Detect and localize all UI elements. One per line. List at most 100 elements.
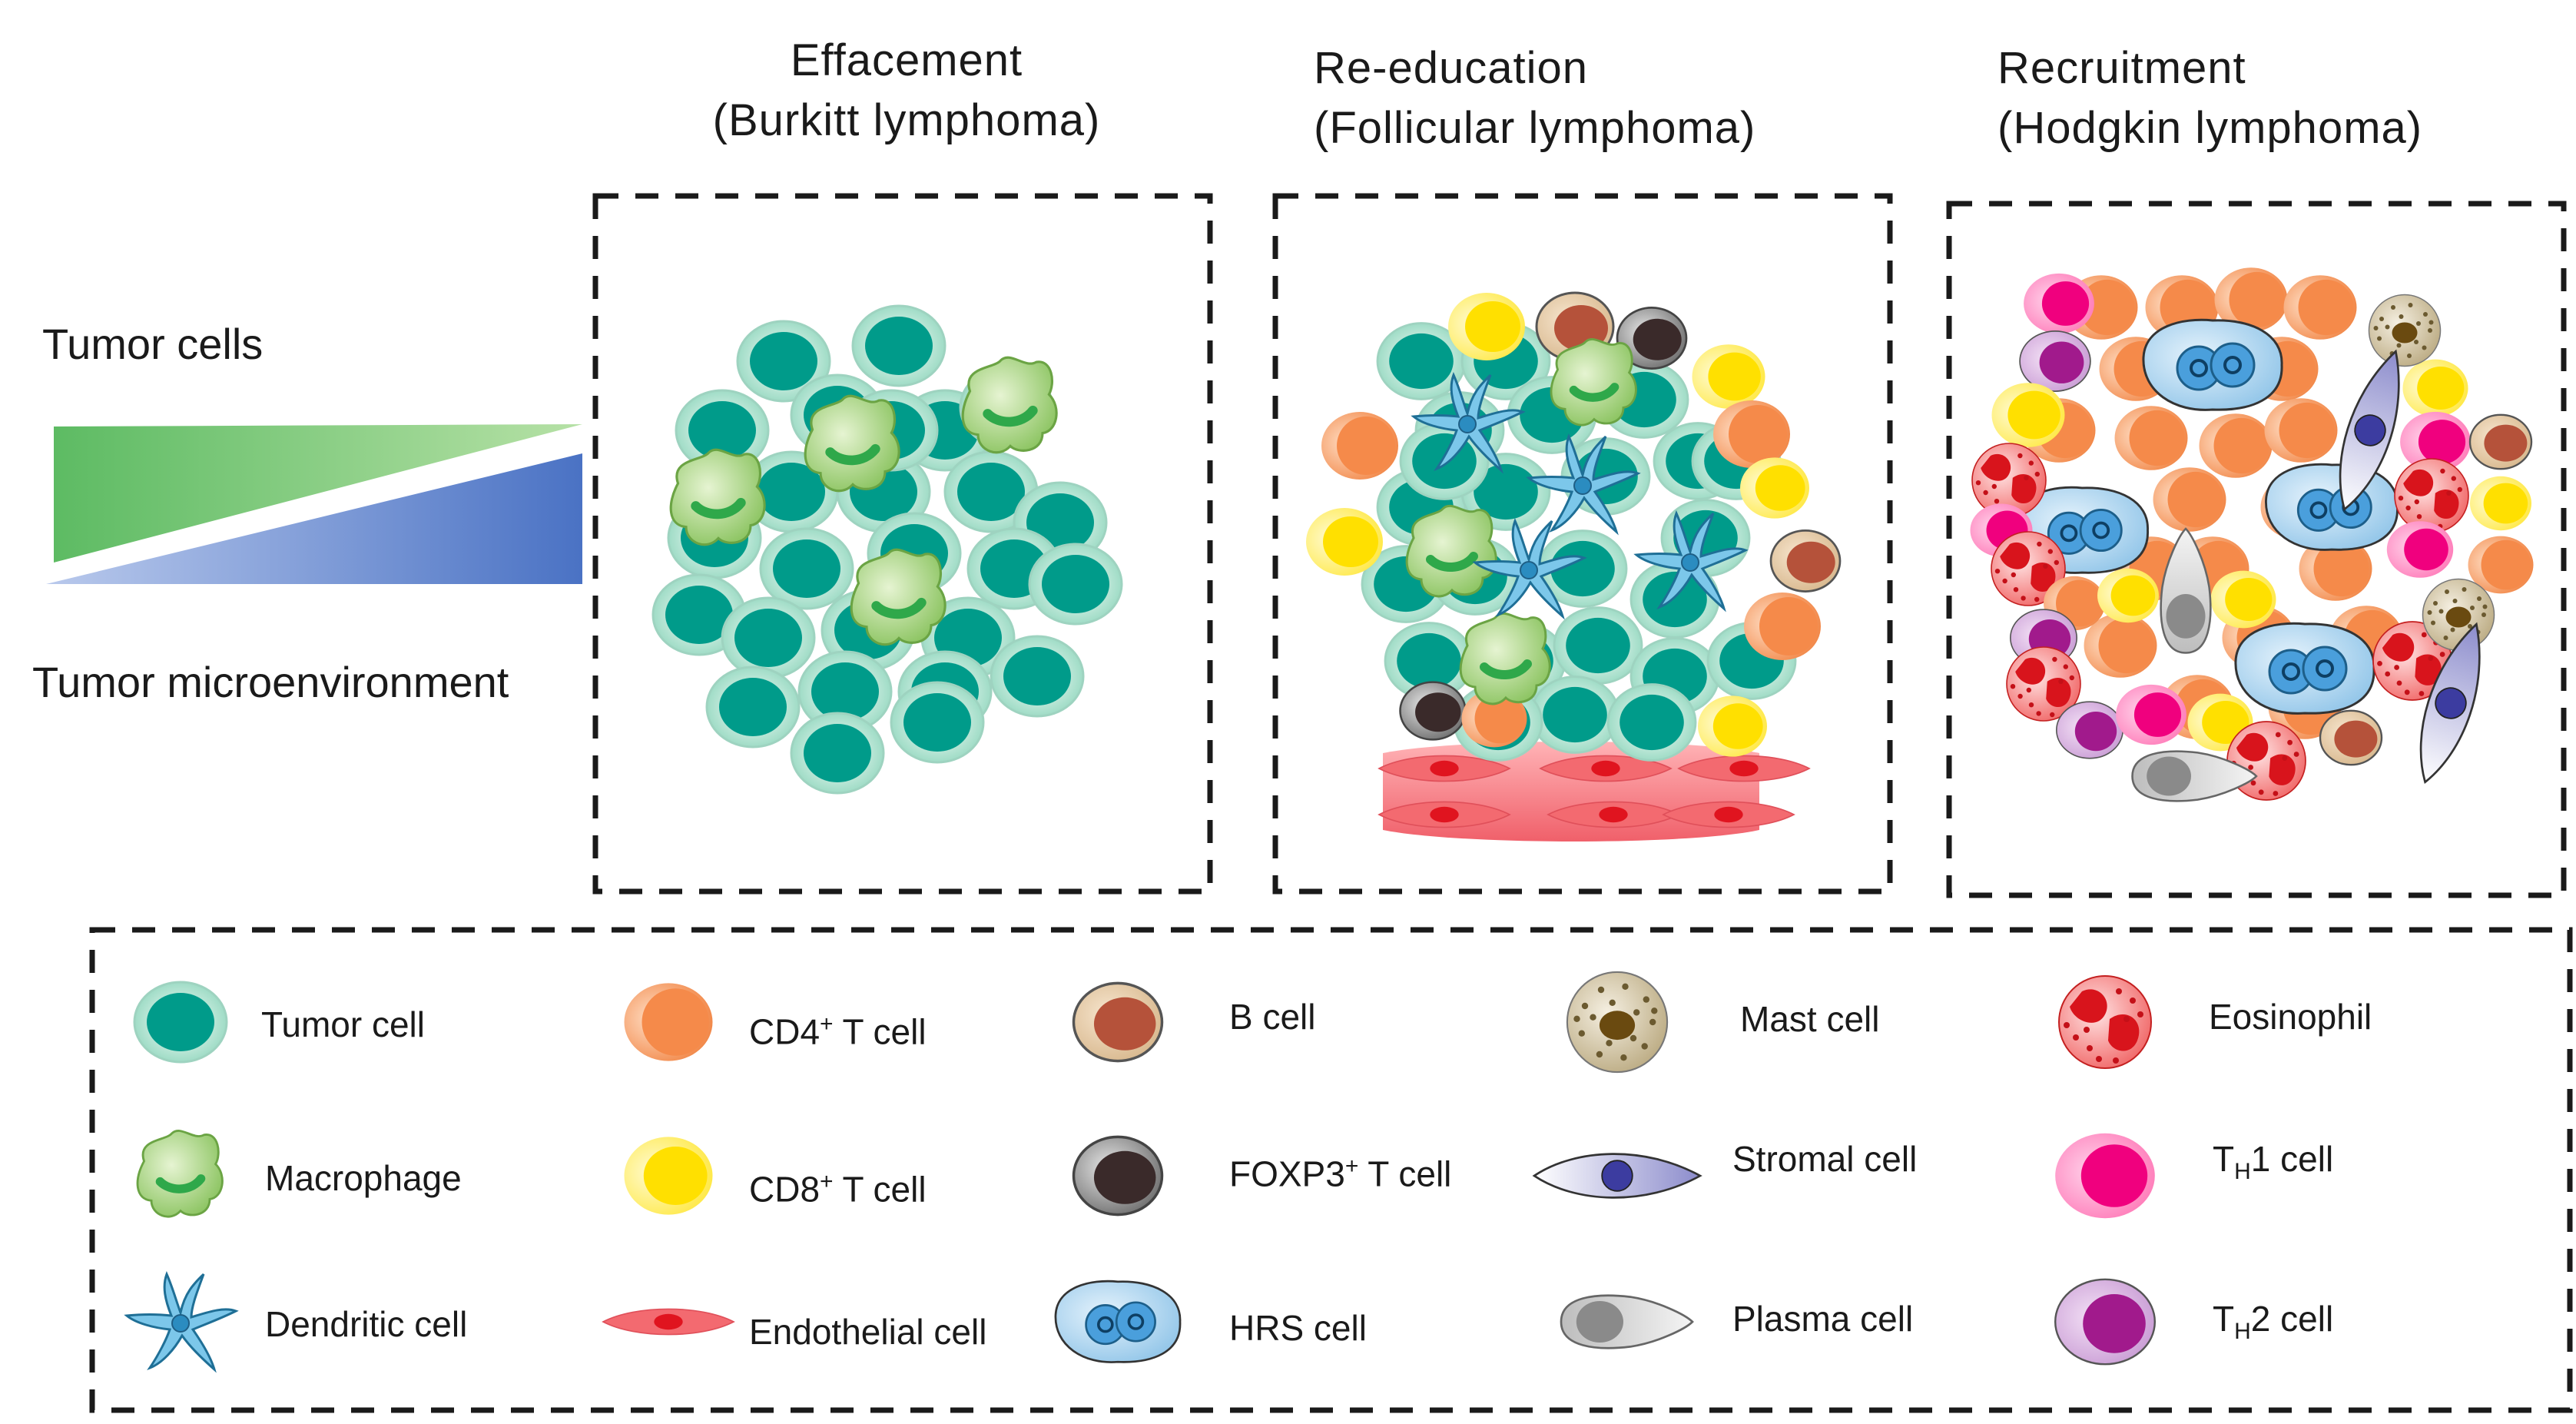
hrs-nucleolus-left bbox=[1096, 1316, 1114, 1333]
cd4-t-cell bbox=[1713, 400, 1790, 468]
eos-granule bbox=[2258, 789, 2264, 795]
th1-cell bbox=[2386, 521, 2454, 578]
cd4-nucleus bbox=[2098, 617, 2154, 674]
macrophage-body bbox=[850, 548, 947, 646]
eos-granule bbox=[2275, 732, 2281, 738]
legend-label-rest: 2 cell bbox=[2250, 1299, 2334, 1339]
cd4-t-cell bbox=[1744, 593, 1821, 660]
mast-cell-legend-label: Mast cell bbox=[1740, 997, 1879, 1041]
mast-granule bbox=[2399, 314, 2404, 319]
th1-nucleus bbox=[2133, 692, 2182, 737]
tumor-cells-label: Tumor cells bbox=[42, 320, 264, 368]
tumor-cell-nucleus bbox=[688, 401, 756, 460]
tumor-cell-nucleus bbox=[865, 317, 933, 375]
legend-label-main: T bbox=[2213, 1139, 2235, 1179]
eos-granule bbox=[2396, 680, 2402, 686]
mast-granule bbox=[2422, 345, 2427, 350]
cd4-t-cell bbox=[2084, 613, 2157, 678]
tumor-cell-nucleus bbox=[719, 678, 787, 736]
macrophage-nucleus bbox=[691, 497, 746, 519]
cd4-nucleus bbox=[1729, 405, 1787, 463]
eos-granule bbox=[2024, 475, 2029, 480]
eos-granule bbox=[2017, 693, 2023, 699]
mast-granule bbox=[1609, 999, 1616, 1006]
eos-granule bbox=[2293, 752, 2299, 757]
cd4-nucleus bbox=[2313, 540, 2369, 597]
tumor-cell bbox=[1606, 683, 1697, 762]
hrs-cell bbox=[1054, 1280, 1182, 1363]
dendritic-cell bbox=[124, 1271, 239, 1373]
eos-lobe-2 bbox=[2108, 1014, 2140, 1051]
eos-lobe-1 bbox=[1981, 453, 2011, 481]
eos-granule bbox=[2416, 514, 2422, 519]
th1-nucleus bbox=[2041, 281, 2090, 326]
stromal-nucleus bbox=[1601, 1160, 1633, 1192]
stromal-cell bbox=[1532, 1153, 1702, 1199]
panel-subtitle: (Burkitt lymphoma) bbox=[712, 95, 1101, 145]
th1-cell bbox=[2400, 411, 2471, 473]
hrs-nucleolus-left bbox=[2309, 501, 2328, 519]
eos-lobe-2 bbox=[2415, 654, 2442, 685]
eosinophil bbox=[2226, 721, 2306, 801]
mast-granule bbox=[1622, 983, 1629, 990]
tumor-cell bbox=[721, 596, 816, 679]
tumor-cell bbox=[890, 681, 985, 764]
eos-granule bbox=[2405, 505, 2411, 511]
legend-label-subscript: H bbox=[2234, 1159, 2251, 1185]
macrophage-body bbox=[961, 356, 1058, 454]
dendritic-nucleus bbox=[1458, 415, 1477, 433]
tumor-cell bbox=[1553, 606, 1643, 685]
plasma-cell bbox=[2131, 750, 2258, 802]
cd4-t-cell bbox=[2114, 406, 2188, 470]
cd8-t-cell bbox=[2470, 476, 2531, 531]
cd8-t-cell bbox=[1698, 695, 1767, 757]
cd4-nucleus bbox=[1474, 693, 1525, 744]
eos-granule bbox=[2123, 1016, 2130, 1022]
cd4-nucleus bbox=[2298, 279, 2354, 336]
eosinophil bbox=[2006, 646, 2081, 722]
mast-granule bbox=[1641, 1043, 1648, 1050]
hrs-nucleus-right bbox=[2302, 646, 2348, 692]
eos-granule bbox=[2273, 791, 2279, 796]
tumor-microenvironment-label: Tumor microenvironment bbox=[32, 658, 509, 706]
cd4-t-cell bbox=[1461, 689, 1527, 748]
cd8-nucleus bbox=[1708, 352, 1761, 401]
endothelial-cell bbox=[1378, 755, 1511, 782]
mast-granule bbox=[1606, 1040, 1613, 1047]
legend-label-main: CD4 bbox=[749, 1011, 821, 1052]
th2-nucleus bbox=[2074, 712, 2117, 752]
mast-granule bbox=[1590, 1014, 1596, 1021]
dendritic-nucleus bbox=[1520, 561, 1538, 579]
mast-granule bbox=[1633, 1009, 1640, 1016]
b-cell-nucleus bbox=[1093, 997, 1156, 1051]
panel-title-recruitment: Recruitment (Hodgkin lymphoma) bbox=[1997, 38, 2576, 158]
eos-granule bbox=[2010, 684, 2016, 689]
cd8-t-cell bbox=[1692, 344, 1765, 409]
endothelial-nucleus bbox=[1430, 806, 1459, 823]
th1-cell-legend-label: TH1 cell bbox=[2213, 1137, 2333, 1193]
mast-granule bbox=[1581, 1002, 1589, 1010]
legend-label-text: B cell bbox=[1229, 997, 1316, 1037]
eos-granule bbox=[2073, 1034, 2079, 1041]
legend-box bbox=[89, 927, 2573, 1413]
mast-nucleus bbox=[1599, 1011, 1636, 1041]
tumor-cell-nucleus bbox=[1397, 632, 1461, 689]
tumor-cell-nucleus bbox=[750, 332, 817, 390]
cd4-t-cell bbox=[2199, 413, 2273, 478]
tumor-cell-nucleus bbox=[811, 662, 879, 721]
tumor-cell-nucleus bbox=[1643, 571, 1707, 628]
eos-granule bbox=[2428, 656, 2434, 661]
eos-body bbox=[2058, 975, 2152, 1069]
tumor-cell bbox=[1537, 529, 1628, 608]
panel-title: Effacement bbox=[790, 35, 1023, 85]
cd8-nucleus bbox=[1712, 703, 1763, 749]
mast-granule bbox=[1597, 986, 1605, 994]
eos-granule bbox=[2028, 702, 2034, 708]
plasma-cell bbox=[2160, 527, 2212, 654]
hrs-nucleolus-right bbox=[2092, 521, 2110, 539]
tumor-cell bbox=[990, 635, 1085, 718]
b-cell-nucleus bbox=[2334, 720, 2378, 758]
mast-granule bbox=[2431, 620, 2435, 626]
hrs-nucleolus-left bbox=[2190, 359, 2208, 377]
